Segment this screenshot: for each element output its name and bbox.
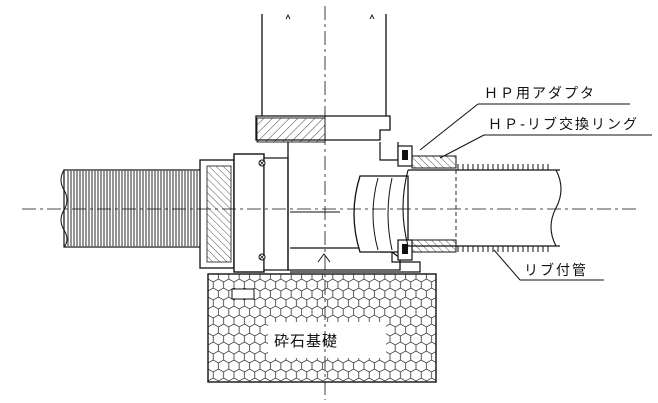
gravel-base-label: 砕石基礎: [274, 332, 338, 350]
hp-rib-ring-label: ＨＰ-リブ交換リング: [488, 116, 639, 133]
left-ribbed-pipe: [60, 169, 205, 248]
right-connection: [353, 145, 562, 261]
ribbed-pipe-label: リブ付管: [524, 262, 588, 279]
left-coupling: [199, 153, 289, 273]
hp-adapter-label: ＨＰ用アダプタ: [484, 86, 596, 102]
leader-lines: [419, 103, 652, 281]
center-lines: [22, 6, 640, 400]
gravel-foundation: [207, 273, 437, 383]
riser-body: [255, 13, 421, 273]
